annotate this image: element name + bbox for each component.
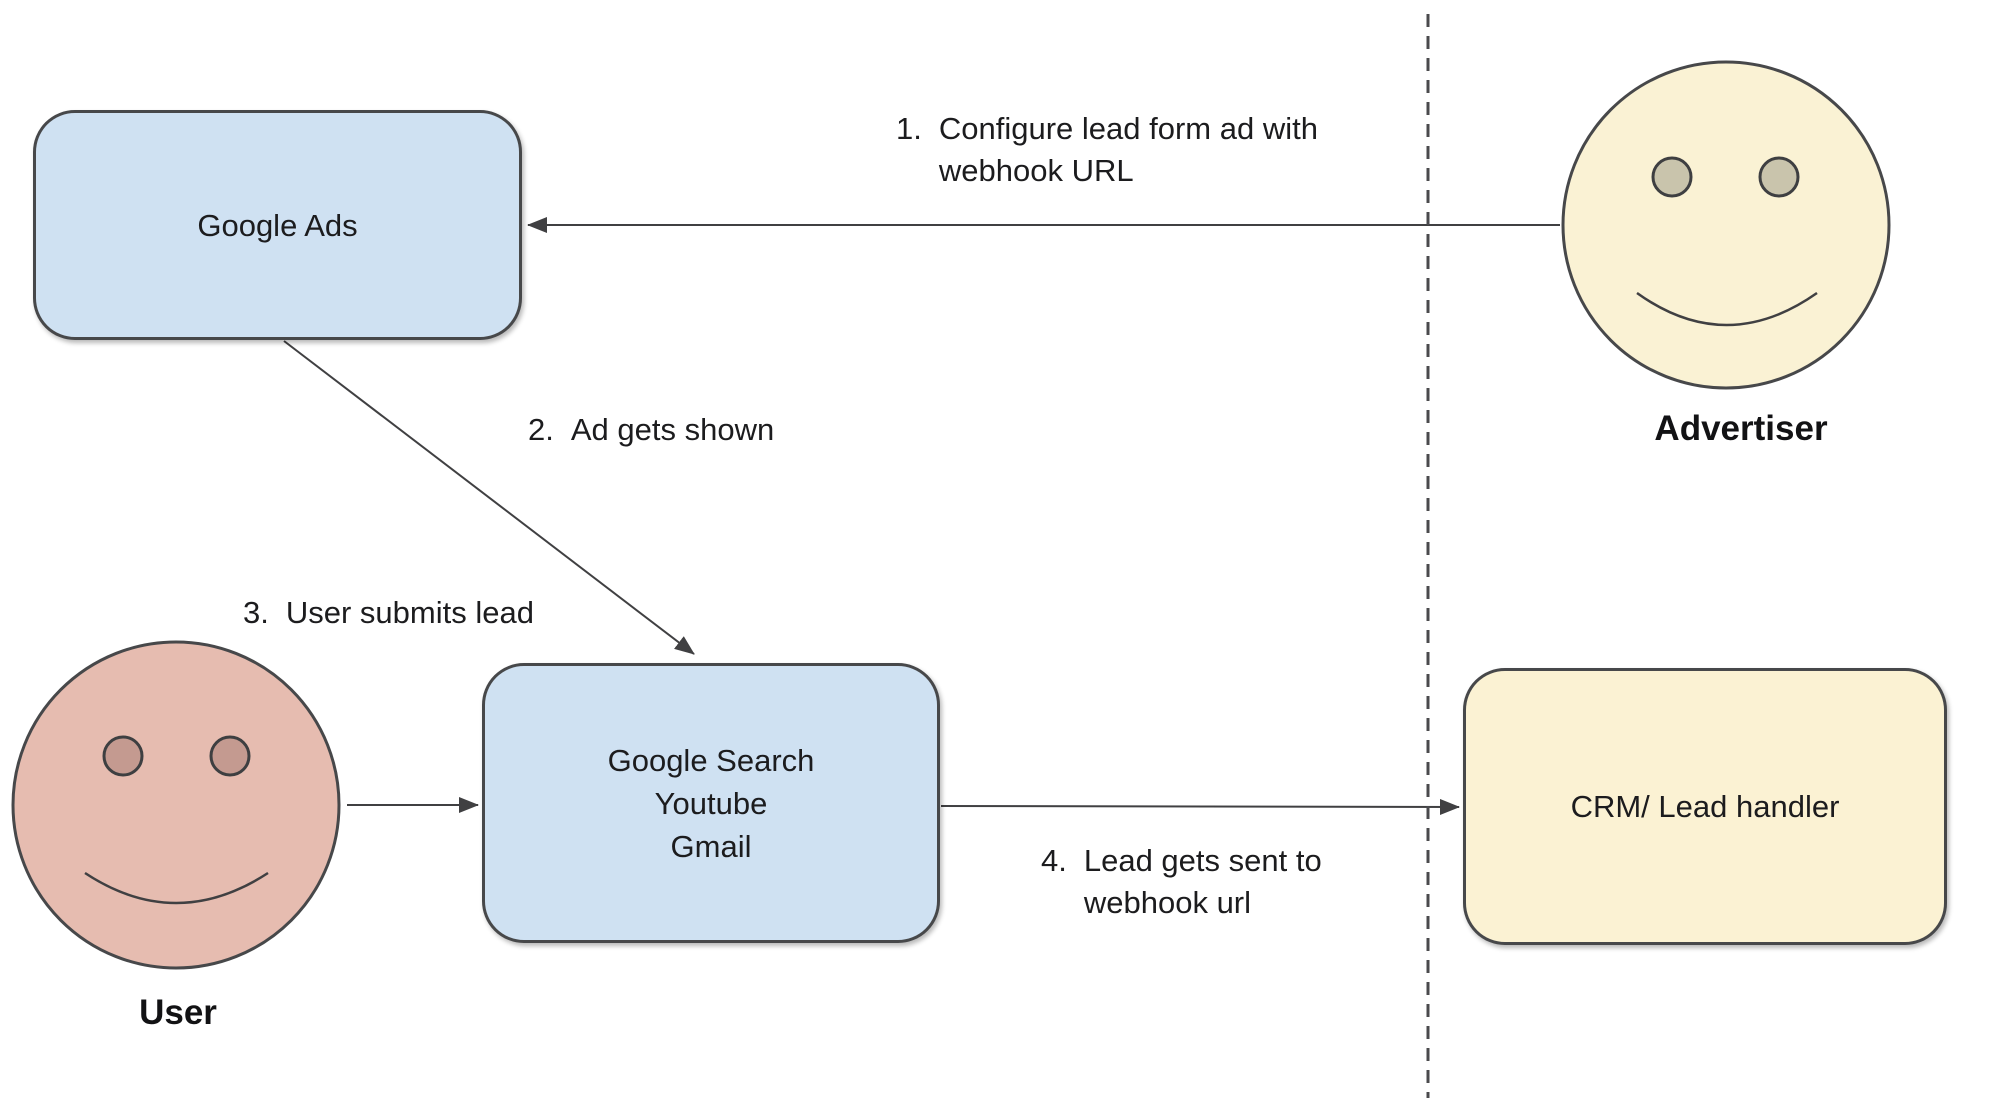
surfaces-line-3: Gmail — [670, 828, 752, 864]
user-right-eye — [209, 735, 251, 777]
user-smile — [84, 871, 269, 905]
step-4-number: 4. — [1041, 843, 1067, 878]
step-3-label: 3. User submits lead — [243, 592, 534, 634]
user-smiley-icon — [11, 640, 341, 970]
advertiser-left-eye — [1651, 156, 1693, 198]
advertiser-smiley-icon — [1561, 60, 1891, 390]
crm-node: CRM/ Lead handler — [1463, 668, 1947, 945]
crm-label: CRM/ Lead handler — [1570, 789, 1840, 824]
step-4-label: 4. Lead gets sent to webhook url — [1041, 840, 1322, 924]
google-ads-label: Google Ads — [197, 207, 358, 243]
step-2-label: 2. Ad gets shown — [528, 409, 774, 451]
google-ads-node: Google Ads — [33, 110, 522, 340]
user-left-eye — [102, 735, 144, 777]
advertiser-label: Advertiser — [1654, 409, 1828, 448]
surfaces-line-2: Youtube — [654, 785, 768, 821]
surfaces-line-1: Google Search — [607, 742, 815, 778]
advertiser-right-eye — [1758, 156, 1800, 198]
step-3-number: 3. — [243, 595, 269, 630]
google-surfaces-node: Google Search Youtube Gmail — [482, 663, 940, 943]
user-head — [11, 640, 341, 970]
user-label: User — [139, 993, 217, 1032]
step-1-label: 1. Configure lead form ad with webhook U… — [896, 108, 1318, 192]
step-1-number: 1. — [896, 111, 922, 146]
arrow-surfaces-to-crm — [940, 798, 1460, 815]
step-2-number: 2. — [528, 412, 554, 447]
advertiser-smile — [1636, 291, 1818, 327]
advertiser-head — [1561, 60, 1891, 390]
arrow-google-ads-to-surfaces — [283, 340, 695, 655]
